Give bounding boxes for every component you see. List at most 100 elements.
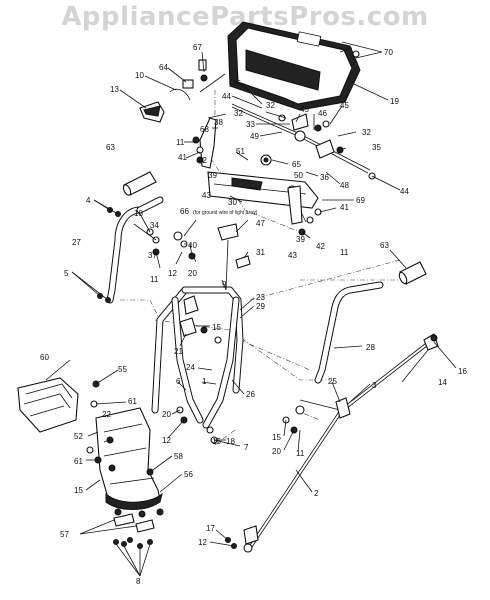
label-15b: 15 xyxy=(272,433,281,442)
label-38: 38 xyxy=(214,118,223,127)
label-44b: 44 xyxy=(400,187,409,196)
label-31: 31 xyxy=(256,248,265,257)
label-64: 64 xyxy=(159,63,168,72)
label-24: 24 xyxy=(186,363,195,372)
headlight xyxy=(139,101,165,123)
label-35b: 35 xyxy=(372,143,381,152)
label-22: 22 xyxy=(102,410,111,419)
label-58: 58 xyxy=(174,452,183,461)
label-37: 37 xyxy=(148,251,157,260)
label-63: 63 xyxy=(106,143,115,152)
label-32c: 32 xyxy=(362,128,371,137)
label-41: 41 xyxy=(178,153,187,162)
label-15: 15 xyxy=(212,323,221,332)
label-42b: 42 xyxy=(316,242,325,251)
wire-harness xyxy=(169,59,226,101)
label-18: 18 xyxy=(134,209,143,218)
chute-clamps xyxy=(113,513,155,549)
label-56: 56 xyxy=(184,470,193,479)
label-23: 23 xyxy=(256,293,265,302)
label-32b: 32 xyxy=(234,109,243,118)
label-50: 50 xyxy=(294,171,303,180)
chute-deflector xyxy=(17,377,79,433)
label-48: 48 xyxy=(340,181,349,190)
label-42: 42 xyxy=(198,156,207,165)
label-26: 26 xyxy=(246,390,255,399)
label-45: 45 xyxy=(300,105,309,114)
label-20c: 20 xyxy=(272,447,281,456)
label-2: 2 xyxy=(314,489,319,498)
callout-labels: 67 70 10 64 19 35 13 44 32 45 46 38 33 3… xyxy=(40,43,467,586)
label-68: 68 xyxy=(200,125,209,134)
label-36: 36 xyxy=(320,173,329,182)
label-11c: 11 xyxy=(150,275,159,284)
upper-handle-left xyxy=(106,196,164,304)
label-39: 39 xyxy=(208,171,217,180)
label-10: 10 xyxy=(135,71,144,80)
label-3: 3 xyxy=(372,381,377,390)
label-28: 28 xyxy=(366,343,375,352)
shift-rod xyxy=(231,103,371,174)
label-61: 61 xyxy=(128,397,137,406)
ground-wire-note: (for ground wire of light assy) xyxy=(193,210,258,216)
upper-handle-right xyxy=(314,281,384,384)
label-43: 43 xyxy=(202,191,211,200)
label-61b: 61 xyxy=(74,457,83,466)
label-20: 20 xyxy=(188,269,197,278)
label-7: 7 xyxy=(244,443,249,452)
label-29: 29 xyxy=(256,302,265,311)
label-49: 49 xyxy=(250,132,259,141)
control-bracket xyxy=(199,117,319,225)
label-66: 66 xyxy=(180,207,189,216)
label-8: 8 xyxy=(136,577,141,586)
label-5: 5 xyxy=(64,269,69,278)
leader-lines xyxy=(45,41,457,577)
label-30: 30 xyxy=(228,198,237,207)
assembly-lines xyxy=(120,90,405,446)
label-55: 55 xyxy=(118,365,127,374)
label-12: 12 xyxy=(168,269,177,278)
label-60: 60 xyxy=(40,353,49,362)
hand-grip-left xyxy=(122,171,157,196)
label-6: 6 xyxy=(176,377,181,386)
label-21: 21 xyxy=(174,347,183,356)
label-65: 65 xyxy=(292,160,301,169)
lower-handle-frame xyxy=(151,286,244,429)
label-15d: 15 xyxy=(74,486,83,495)
label-32: 32 xyxy=(266,101,275,110)
label-12c: 12 xyxy=(198,538,207,547)
label-15c: 15 xyxy=(212,437,221,446)
label-40: 40 xyxy=(188,241,197,250)
label-57: 57 xyxy=(60,530,69,539)
label-12b: 12 xyxy=(162,436,171,445)
label-43b: 43 xyxy=(288,251,297,260)
chute-crank xyxy=(243,333,439,553)
dashboard-panel xyxy=(227,21,361,111)
hand-grip-right xyxy=(398,261,427,285)
label-63b: 63 xyxy=(380,241,389,250)
label-19: 19 xyxy=(390,97,399,106)
label-47: 47 xyxy=(256,219,265,228)
label-46: 46 xyxy=(318,109,327,118)
label-35: 35 xyxy=(232,79,241,88)
label-4: 4 xyxy=(86,196,91,205)
label-13: 13 xyxy=(110,85,119,94)
label-51: 51 xyxy=(236,147,245,156)
label-34: 34 xyxy=(150,221,159,230)
label-18b: 18 xyxy=(226,437,235,446)
label-69: 69 xyxy=(356,196,365,205)
label-45b: 45 xyxy=(340,101,349,110)
hardware xyxy=(86,120,376,549)
label-52: 52 xyxy=(74,432,83,441)
label-39b: 39 xyxy=(296,235,305,244)
label-27: 27 xyxy=(72,238,81,247)
label-20b: 20 xyxy=(162,410,171,419)
label-67: 67 xyxy=(193,43,202,52)
label-17: 17 xyxy=(206,524,215,533)
shift-rod-bracket xyxy=(179,223,251,337)
label-1: 1 xyxy=(202,377,207,386)
label-11: 11 xyxy=(176,138,185,147)
label-33: 33 xyxy=(246,120,255,129)
